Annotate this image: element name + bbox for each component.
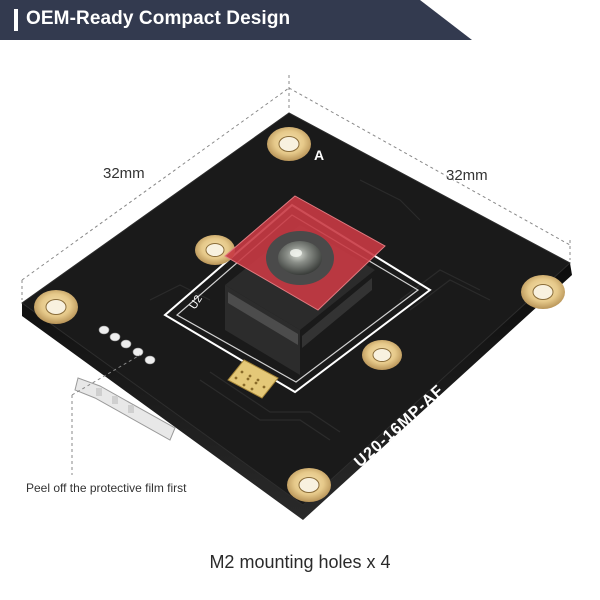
mounting-hole-bottom — [287, 468, 331, 502]
corner-marker: A — [314, 147, 324, 163]
mounting-hole-inner-left — [195, 235, 235, 265]
header-background — [0, 0, 472, 40]
film-note: Peel off the protective film first — [26, 481, 187, 495]
silkscreen-outline — [163, 203, 432, 394]
board-edge — [22, 263, 572, 520]
mounting-caption: M2 mounting holes x 4 — [209, 552, 391, 572]
dimension-label-right: 32mm — [446, 167, 488, 184]
header-title: OEM-Ready Compact Design — [26, 8, 291, 29]
connector — [74, 377, 176, 441]
mounting-hole-left — [34, 290, 78, 324]
dimension-lines — [21, 75, 571, 475]
mounting-hole-right — [521, 275, 565, 309]
header-accent-bar — [14, 9, 18, 31]
gold-contact-pad — [227, 359, 279, 399]
mounting-hole-inner-right — [362, 340, 402, 370]
mounting-hole-top — [267, 127, 311, 161]
lens — [278, 241, 322, 275]
header-banner: OEM-Ready Compact Design — [0, 0, 600, 40]
dimension-label-left: 32mm — [103, 165, 145, 182]
camera-module — [224, 195, 386, 375]
mounting-holes — [34, 127, 565, 502]
contact-pins — [98, 325, 156, 365]
